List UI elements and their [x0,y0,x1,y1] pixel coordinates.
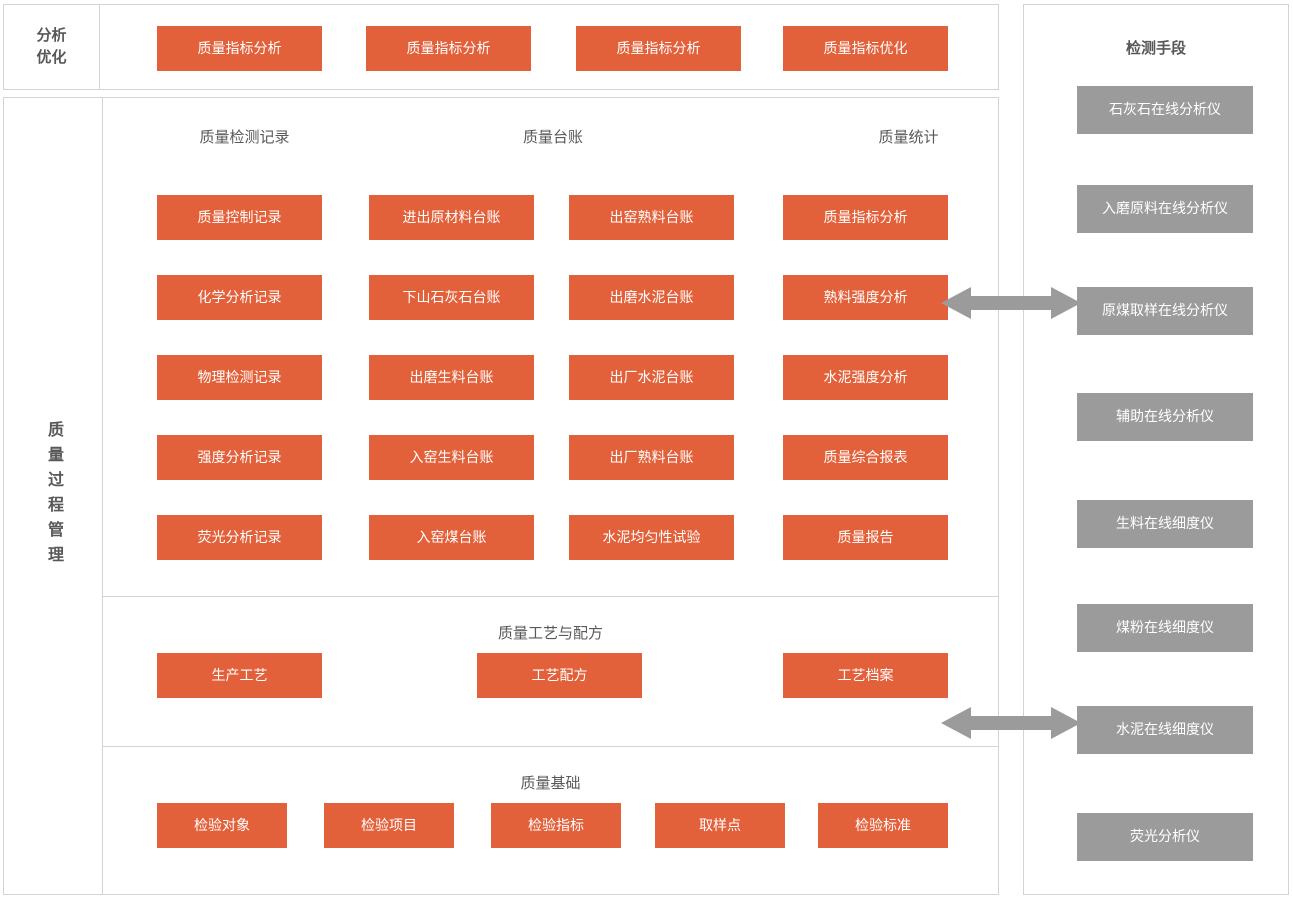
block-mill-output-raw-meal-ledger[interactable]: 出磨生料台账 [369,355,534,400]
block-inspection-index[interactable]: 检验指标 [491,803,621,848]
block-shipped-clinker-ledger[interactable]: 出厂熟料台账 [569,435,734,480]
block-process-formula[interactable]: 工艺配方 [477,653,642,698]
block-physical-inspection-record[interactable]: 物理检测记录 [157,355,322,400]
block-kiln-coal-ledger[interactable]: 入窑煤台账 [369,515,534,560]
block-sampling-point[interactable]: 取样点 [655,803,785,848]
block-chemical-analysis-record[interactable]: 化学分析记录 [157,275,322,320]
block-quality-index-analysis-stat[interactable]: 质量指标分析 [783,195,948,240]
block-raw-material-in-out-ledger[interactable]: 进出原材料台账 [369,195,534,240]
section-title-quality-foundation: 质量基础 [520,775,581,792]
block-strength-analysis-record[interactable]: 强度分析记录 [157,435,322,480]
quality-process-management-rail: 质量过程管理 [4,98,103,894]
block-production-process[interactable]: 生产工艺 [157,653,322,698]
analysis-optimization-label: 分析 优化 [4,5,100,89]
section-title-quality-craft-formula: 质量工艺与配方 [497,625,603,642]
block-mill-output-cement-ledger[interactable]: 出磨水泥台账 [569,275,734,320]
block-quality-index-analysis-3[interactable]: 质量指标分析 [576,26,741,71]
block-quality-report[interactable]: 质量报告 [783,515,948,560]
block-cement-strength-analysis[interactable]: 水泥强度分析 [783,355,948,400]
block-mill-feed-raw-material-online-analyzer[interactable]: 入磨原料在线分析仪 [1077,185,1253,233]
quality-records-section: 质量检测记录 质量台账 质量统计 质量控制记录 化学分析记录 物理检测记录 强度… [103,98,998,597]
analysis-label-line1: 分析 [36,26,67,44]
quality-foundation-section: 质量基础 检验对象 检验项目 检验指标 取样点 检验标准 [103,747,998,895]
block-inspection-item[interactable]: 检验项目 [324,803,454,848]
block-inspection-standard[interactable]: 检验标准 [818,803,948,848]
block-inspection-object[interactable]: 检验对象 [157,803,287,848]
column-header-quality-statistics: 质量统计 [878,129,939,146]
block-clinker-strength-analysis[interactable]: 熟料强度分析 [783,275,948,320]
analysis-optimization-buttons: 质量指标分析 质量指标分析 质量指标分析 质量指标优化 [100,5,998,89]
block-raw-coal-sampling-online-analyzer[interactable]: 原煤取样在线分析仪 [1077,287,1253,335]
block-quality-comprehensive-report[interactable]: 质量综合报表 [783,435,948,480]
block-process-archive[interactable]: 工艺档案 [783,653,948,698]
block-fluorescence-analyzer[interactable]: 荧光分析仪 [1077,813,1253,861]
detection-methods-title: 检测手段 [1125,40,1186,57]
block-limestone-online-analyzer[interactable]: 石灰石在线分析仪 [1077,86,1253,134]
column-header-quality-ledger: 质量台账 [522,129,583,146]
column-header-quality-inspection-records: 质量检测记录 [199,129,290,146]
block-coal-powder-online-fineness-analyzer[interactable]: 煤粉在线细度仪 [1077,604,1253,652]
block-auxiliary-online-analyzer[interactable]: 辅助在线分析仪 [1077,393,1253,441]
block-kiln-feed-raw-meal-ledger[interactable]: 入窑生料台账 [369,435,534,480]
analysis-label-line2: 优化 [36,49,67,66]
block-kiln-output-clinker-ledger[interactable]: 出窑熟料台账 [569,195,734,240]
quality-process-management-body: 质量检测记录 质量台账 质量统计 质量控制记录 化学分析记录 物理检测记录 强度… [103,98,998,894]
block-fluorescence-analysis-record[interactable]: 荧光分析记录 [157,515,322,560]
block-quality-index-optimization[interactable]: 质量指标优化 [783,26,948,71]
block-quality-index-analysis-1[interactable]: 质量指标分析 [157,26,322,71]
quality-process-management-label: 质量过程管理 [45,421,62,571]
block-quality-control-record[interactable]: 质量控制记录 [157,195,322,240]
detection-methods-panel: 检测手段 石灰石在线分析仪 入磨原料在线分析仪 原煤取样在线分析仪 辅助在线分析… [1023,4,1289,895]
quality-process-management-panel: 质量过程管理 质量检测记录 质量台账 质量统计 质量控制记录 化学分析记录 物理… [3,97,999,895]
block-raw-meal-online-fineness-analyzer[interactable]: 生料在线细度仪 [1077,500,1253,548]
block-downhill-limestone-ledger[interactable]: 下山石灰石台账 [369,275,534,320]
block-cement-uniformity-test[interactable]: 水泥均匀性试验 [569,515,734,560]
block-quality-index-analysis-2[interactable]: 质量指标分析 [366,26,531,71]
block-cement-online-fineness-analyzer[interactable]: 水泥在线细度仪 [1077,706,1253,754]
analysis-optimization-panel: 分析 优化 质量指标分析 质量指标分析 质量指标分析 质量指标优化 [3,4,999,90]
block-shipped-cement-ledger[interactable]: 出厂水泥台账 [569,355,734,400]
quality-craft-formula-section: 质量工艺与配方 生产工艺 工艺配方 工艺档案 [103,597,998,747]
